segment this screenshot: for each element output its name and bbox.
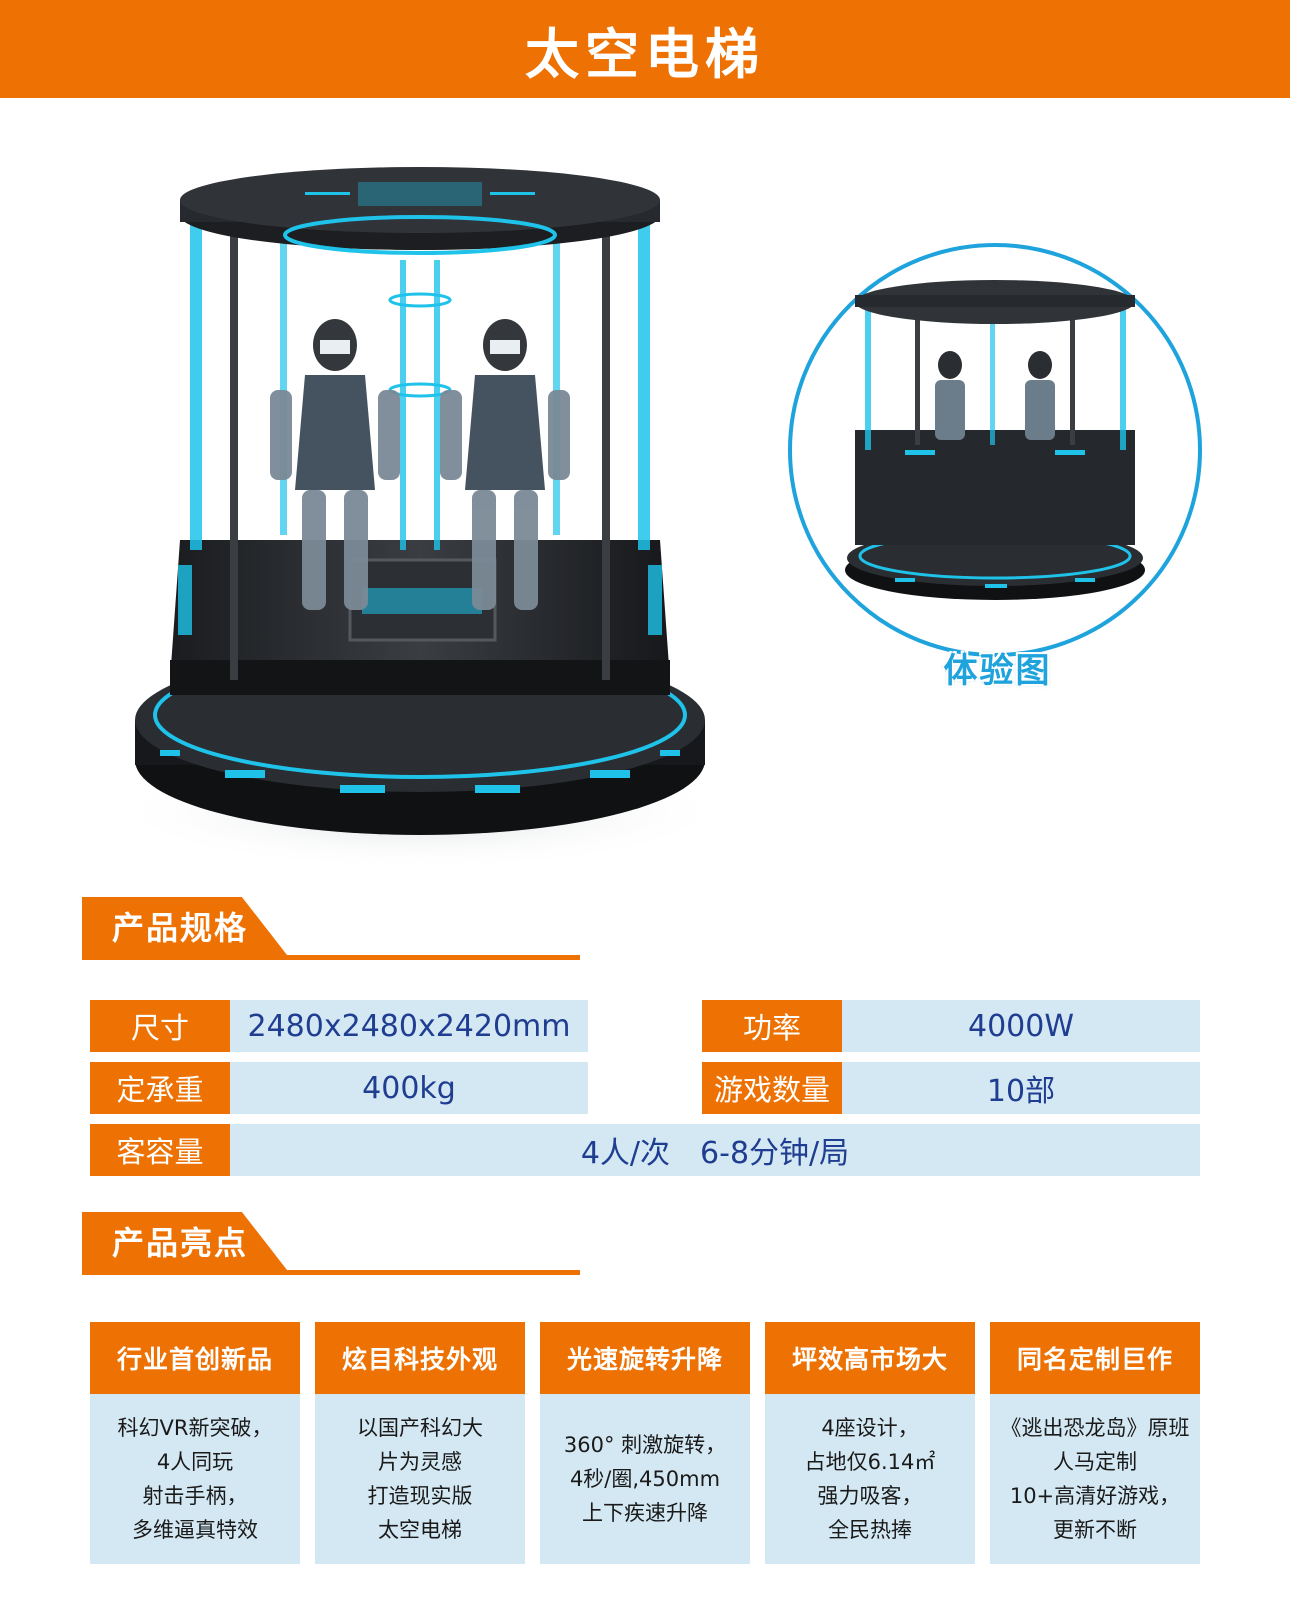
spec-capacity-label: 客容量 [90,1124,230,1176]
highlight-card-line: 4秒/圈,450mm [569,1467,721,1491]
highlight-card-body: 《逃出恐龙岛》原班 人马定制 10+高清好游戏， 更新不断 [990,1394,1200,1564]
spec-power-value: 4000W [842,1000,1200,1052]
spec-power-label: 功率 [702,1000,842,1052]
highlight-card-title: 坪效高市场大 [765,1322,975,1394]
highlight-card-title: 光速旋转升降 [540,1322,750,1394]
highlights-section-tab: 产品亮点 [82,1212,287,1270]
highlight-card-body: 4座设计， 占地仅6.14㎡ 强力吸客， 全民热捧 [765,1394,975,1564]
highlight-card-line: 10+高清好游戏， [1009,1484,1181,1508]
spec-load-label: 定承重 [90,1062,230,1114]
highlight-card: 炫目科技外观 以国产科幻大 片为灵感 打造现实版 太空电梯 [315,1322,525,1564]
specs-section-title: 产品规格 [112,909,249,947]
experience-image [788,243,1202,657]
specs-section-header: 产品规格 [82,897,582,961]
highlight-card-line: 全民热捧 [828,1518,912,1542]
highlight-card-line: 占地仅6.14㎡ [804,1450,936,1474]
product-image [130,167,730,870]
spec-load-value: 400kg [230,1062,588,1114]
highlight-card-title: 炫目科技外观 [315,1322,525,1394]
highlights-section-header: 产品亮点 [82,1212,582,1276]
spec-row-power: 功率 4000W [702,1000,1200,1052]
highlight-card: 同名定制巨作 《逃出恐龙岛》原班 人马定制 10+高清好游戏， 更新不断 [990,1322,1200,1564]
highlight-card-line: 射击手柄， [142,1484,248,1508]
highlight-card-line: 《逃出恐龙岛》原班 [1000,1416,1190,1440]
highlight-card-title: 行业首创新品 [90,1322,300,1394]
highlight-card-line: 科幻VR新突破， [117,1416,273,1440]
spec-games-label: 游戏数量 [702,1062,842,1114]
spec-row-load: 定承重 400kg [90,1062,588,1114]
highlight-card-line: 4人同玩 [156,1450,234,1474]
highlight-cards: 行业首创新品 科幻VR新突破， 4人同玩 射击手柄， 多维逼真特效 炫目科技外观… [90,1322,1200,1564]
highlights-section-divider [82,1270,580,1275]
highlight-card-line: 360° 刺激旋转， [563,1433,727,1457]
highlight-card-line: 上下疾速升降 [582,1501,708,1525]
highlight-card-line: 强力吸客， [817,1484,923,1508]
highlight-card-body: 科幻VR新突破， 4人同玩 射击手柄， 多维逼真特效 [90,1394,300,1564]
highlight-card-line: 以国产科幻大 [357,1416,483,1440]
highlights-section-title: 产品亮点 [112,1224,249,1262]
highlight-card: 光速旋转升降 360° 刺激旋转， 4秒/圈,450mm 上下疾速升降 [540,1322,750,1564]
highlight-card-line: 太空电梯 [378,1518,462,1542]
spec-row-games: 游戏数量 10部 [702,1062,1200,1114]
spec-size-label: 尺寸 [90,1000,230,1052]
highlight-card-line: 更新不断 [1053,1518,1137,1542]
highlight-card-line: 4座设计， [821,1416,919,1440]
spec-row-capacity: 客容量 4人/次 6-8分钟/局 [90,1124,1200,1176]
spec-row-size: 尺寸 2480x2480x2420mm [90,1000,588,1052]
spec-capacity-value: 4人/次 6-8分钟/局 [230,1124,1200,1176]
inset-label: 体验图 [943,650,1052,691]
inset-label-box: 体验图 [925,645,1070,691]
highlight-card: 坪效高市场大 4座设计， 占地仅6.14㎡ 强力吸客， 全民热捧 [765,1322,975,1564]
page-header: 太空电梯 [0,0,1290,98]
specs-section-tab: 产品规格 [82,897,287,955]
highlight-card-line: 多维逼真特效 [132,1518,258,1542]
highlight-card-body: 360° 刺激旋转， 4秒/圈,450mm 上下疾速升降 [540,1394,750,1564]
highlight-card: 行业首创新品 科幻VR新突破， 4人同玩 射击手柄， 多维逼真特效 [90,1322,300,1564]
highlight-card-body: 以国产科幻大 片为灵感 打造现实版 太空电梯 [315,1394,525,1564]
highlight-card-line: 打造现实版 [367,1484,473,1508]
highlight-card-title: 同名定制巨作 [990,1322,1200,1394]
page-title: 太空电梯 [525,22,765,86]
highlight-card-line: 人马定制 [1053,1450,1137,1474]
highlight-card-line: 片为灵感 [378,1450,462,1474]
specs-section-divider [82,955,580,960]
spec-games-value: 10部 [842,1062,1200,1114]
spec-size-value: 2480x2480x2420mm [230,1000,588,1052]
